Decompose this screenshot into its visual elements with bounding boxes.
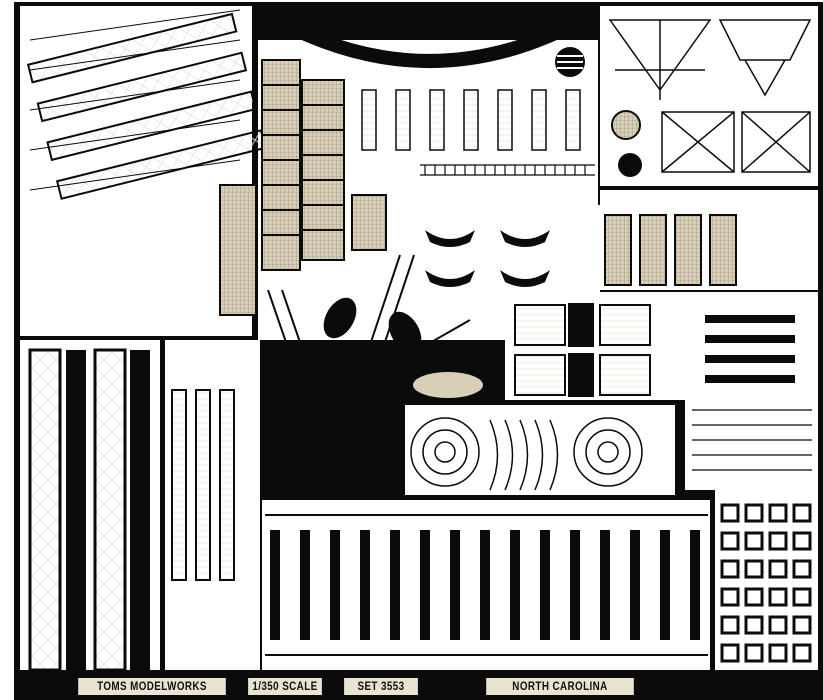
grid-panels xyxy=(604,214,737,286)
barred-disc xyxy=(618,153,642,177)
square-grid xyxy=(720,503,812,663)
arc-rail xyxy=(258,5,600,68)
crane-booms xyxy=(267,254,471,481)
round-grille xyxy=(611,110,641,140)
caption-maker: TOMS MODELWORKS xyxy=(78,678,226,695)
propeller-parts xyxy=(323,297,422,353)
caption-ship: NORTH CAROLINA xyxy=(486,678,634,695)
boats xyxy=(425,230,550,287)
caption-set: SET 3553 xyxy=(344,678,418,695)
anchor-parts xyxy=(326,10,510,18)
radar-frames xyxy=(608,19,812,173)
truss-booms xyxy=(26,9,267,200)
narrow-ladders xyxy=(171,389,235,581)
railing-strips xyxy=(420,164,595,176)
stair-panels xyxy=(514,304,651,396)
dark-bars xyxy=(568,303,795,397)
target-rings xyxy=(410,417,643,491)
stanchion-comb xyxy=(270,530,700,640)
ladder-rows xyxy=(361,89,581,151)
ladder-towers xyxy=(28,348,150,672)
bracket-grid xyxy=(692,409,812,471)
caption-scale: 1/350 SCALE xyxy=(248,678,322,695)
boat-hull xyxy=(411,370,485,400)
comb-rails xyxy=(265,514,708,656)
